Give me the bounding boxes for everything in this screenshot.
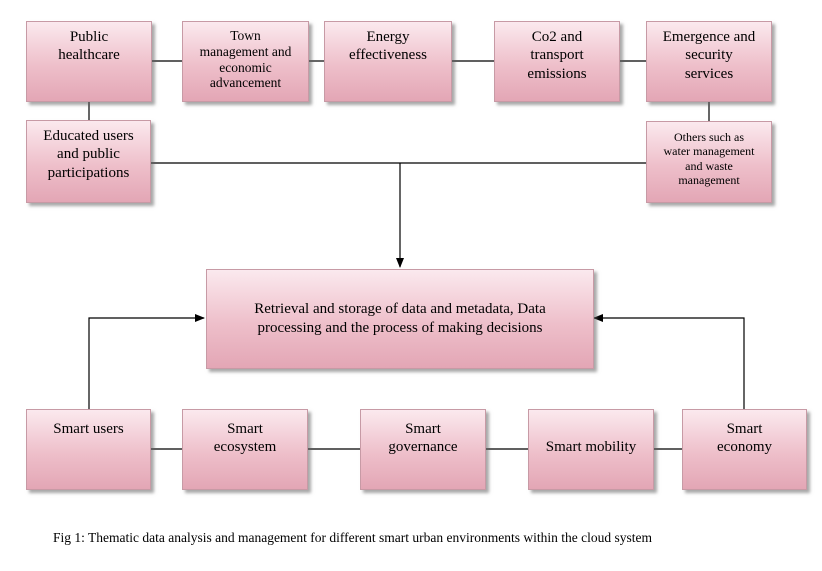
- node-label: Emergence and security services: [662, 29, 756, 82]
- node-educated-users: Educated users and public participations: [26, 120, 151, 203]
- node-label: Retrieval and storage of data and metada…: [254, 300, 546, 337]
- node-label: Town management and economic advancement: [199, 28, 292, 91]
- node-label: Educated users and public participations: [43, 128, 134, 181]
- node-label: Others such as water management and wast…: [663, 130, 755, 188]
- node-smart-governance: Smart governance: [360, 409, 486, 490]
- node-town-management: Town management and economic advancement: [182, 21, 309, 102]
- node-data-processing: Retrieval and storage of data and metada…: [206, 269, 594, 369]
- node-label: Smart users: [53, 421, 124, 437]
- node-label: Smart economy: [717, 421, 772, 456]
- node-label: Public healthcare: [58, 29, 120, 64]
- node-others-water-waste: Others such as water management and wast…: [646, 121, 772, 203]
- node-co2-emissions: Co2 and transport emissions: [494, 21, 620, 102]
- node-label: Smart ecosystem: [213, 421, 277, 456]
- node-public-healthcare: Public healthcare: [26, 21, 152, 102]
- node-label: Smart governance: [388, 421, 458, 456]
- figure-caption: Fig 1: Thematic data analysis and manage…: [53, 530, 652, 545]
- node-smart-ecosystem: Smart ecosystem: [182, 409, 308, 490]
- arrow-smart-economy-to-processing: [593, 314, 745, 409]
- arrow-smart-users-to-processing: [88, 314, 205, 409]
- node-energy-effectiveness: Energy effectiveness: [324, 21, 452, 102]
- node-label: Energy effectiveness: [348, 29, 428, 64]
- node-smart-users: Smart users: [26, 409, 151, 490]
- node-smart-mobility: Smart mobility: [528, 409, 654, 490]
- node-smart-economy: Smart economy: [682, 409, 807, 490]
- node-label: Co2 and transport emissions: [527, 29, 587, 82]
- node-label: Smart mobility: [545, 439, 637, 455]
- node-emergence-security: Emergence and security services: [646, 21, 772, 102]
